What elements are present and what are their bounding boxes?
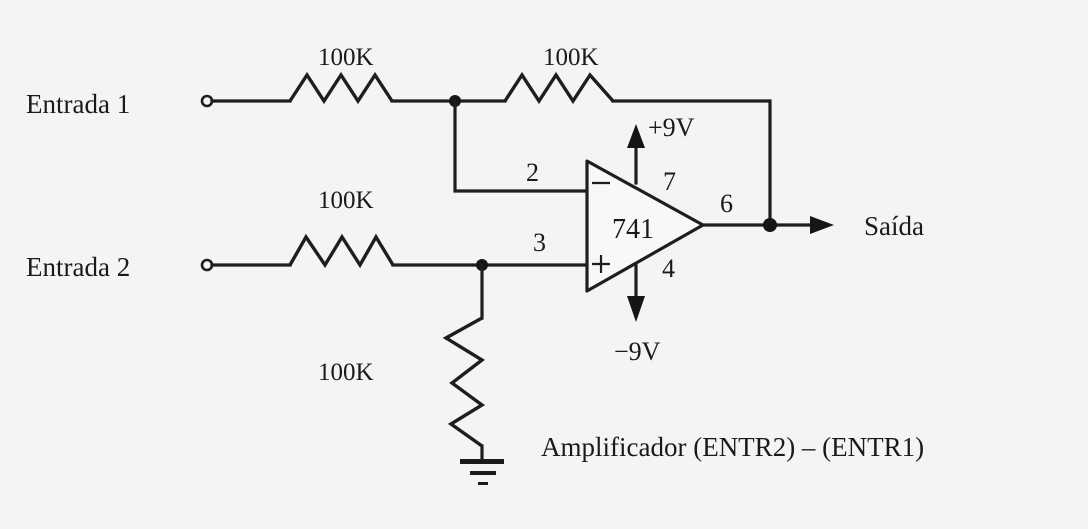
- wire-feedback: [611, 99, 772, 226]
- ground-icon: [460, 459, 504, 485]
- pin-3-label: 3: [533, 228, 546, 257]
- pin-2-label: 2: [526, 158, 539, 187]
- arrow-down-icon: [627, 296, 645, 322]
- opamp-part-label: 741: [612, 214, 654, 245]
- resistor-input-1: [288, 71, 394, 105]
- resistor-input-2-value: 100K: [318, 187, 374, 214]
- opamp-741: [585, 159, 705, 293]
- input-2-label: Entrada 2: [26, 252, 130, 282]
- pin-7-label: 7: [663, 167, 676, 196]
- arrow-up-icon: [627, 124, 645, 148]
- pin-6-label: 6: [720, 189, 733, 218]
- arrow-right-icon: [810, 216, 834, 234]
- resistor-input-2: [288, 233, 395, 269]
- resistor-feedback: [503, 71, 615, 105]
- resistor-ground-value: 100K: [318, 359, 374, 386]
- vplus-label: +9V: [648, 113, 695, 142]
- input-1-label: Entrada 1: [26, 89, 130, 119]
- resistor-feedback-value: 100K: [543, 44, 599, 71]
- output-label: Saída: [864, 211, 924, 241]
- vminus-label: −9V: [614, 337, 661, 366]
- pin-4-label: 4: [662, 254, 675, 283]
- wire-inverting-input: [453, 99, 588, 193]
- resistor-input-1-value: 100K: [318, 44, 374, 71]
- diagram-caption: Amplificador (ENTR2) – (ENTR1): [541, 432, 924, 462]
- resistor-ground: [442, 316, 486, 448]
- junction-output: [763, 218, 777, 232]
